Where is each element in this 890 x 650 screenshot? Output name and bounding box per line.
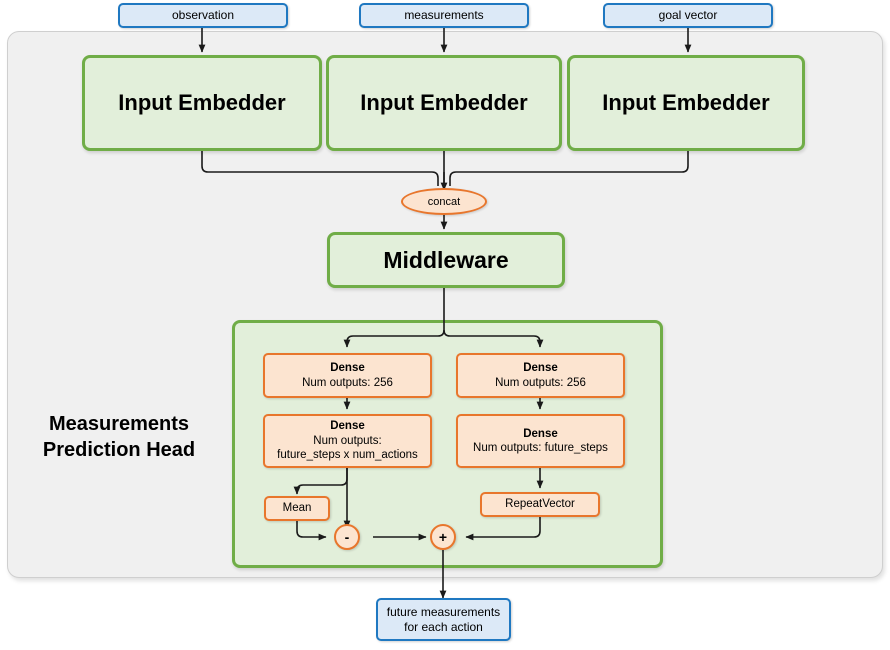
concat-label: concat	[427, 195, 461, 208]
right-dense-future-steps[interactable]: Dense Num outputs: future_steps	[456, 414, 625, 468]
repeat-vector-label: RepeatVector	[505, 498, 575, 511]
repeat-vector-node[interactable]: RepeatVector	[480, 492, 600, 517]
left-dense-256-title: Dense	[330, 362, 365, 375]
output-line-1: future measurements	[386, 604, 501, 619]
input-embedder-observation[interactable]: Input Embedder	[82, 55, 322, 151]
input-embedder-measurements[interactable]: Input Embedder	[326, 55, 562, 151]
concat-node[interactable]: concat	[401, 188, 487, 215]
head-title-line1: Measurements	[48, 413, 190, 435]
left-dense-256[interactable]: Dense Num outputs: 256	[263, 353, 432, 398]
right-dense-future-title: Dense	[523, 427, 558, 440]
input-embedder-observation-label: Input Embedder	[118, 90, 286, 116]
mean-label: Mean	[282, 502, 312, 515]
left-dense-future-detail-1: Num outputs:	[313, 434, 382, 447]
output-line-2: for each action	[404, 619, 483, 634]
add-operator[interactable]: +	[430, 524, 456, 550]
input-embedder-goal-vector[interactable]: Input Embedder	[567, 55, 805, 151]
input-label-goal-vector[interactable]: goal vector	[603, 3, 773, 28]
right-dense-future-detail: Num outputs: future_steps	[473, 442, 608, 454]
left-dense-future-steps-actions[interactable]: Dense Num outputs: future_steps x num_ac…	[263, 414, 432, 468]
output-future-measurements[interactable]: future measurements for each action	[376, 598, 511, 641]
add-operator-label: +	[438, 529, 448, 545]
right-dense-256[interactable]: Dense Num outputs: 256	[456, 353, 625, 398]
mean-node[interactable]: Mean	[264, 496, 330, 521]
right-dense-256-detail: Num outputs: 256	[495, 376, 586, 389]
input-embedder-measurements-label: Input Embedder	[360, 90, 528, 116]
left-dense-256-detail: Num outputs: 256	[302, 376, 393, 389]
right-dense-256-title: Dense	[523, 362, 558, 375]
middleware-block[interactable]: Middleware	[327, 232, 565, 288]
head-title-line2: Prediction Head	[42, 439, 196, 461]
left-dense-future-detail-2: future_steps x num_actions	[277, 449, 418, 462]
middleware-label: Middleware	[383, 246, 509, 273]
input-label-observation[interactable]: observation	[118, 3, 288, 28]
subtract-operator-label: -	[344, 529, 350, 545]
input-label-measurements[interactable]: measurements	[359, 3, 529, 28]
input-label-measurements-text: measurements	[404, 8, 484, 22]
left-dense-future-title: Dense	[330, 420, 365, 433]
input-embedder-goal-vector-label: Input Embedder	[602, 90, 770, 116]
input-label-goal-vector-text: goal vector	[658, 8, 718, 22]
measurements-prediction-head-title: Measurements Prediction Head	[14, 411, 224, 463]
input-label-observation-text: observation	[171, 8, 235, 22]
subtract-operator[interactable]: -	[334, 524, 360, 550]
